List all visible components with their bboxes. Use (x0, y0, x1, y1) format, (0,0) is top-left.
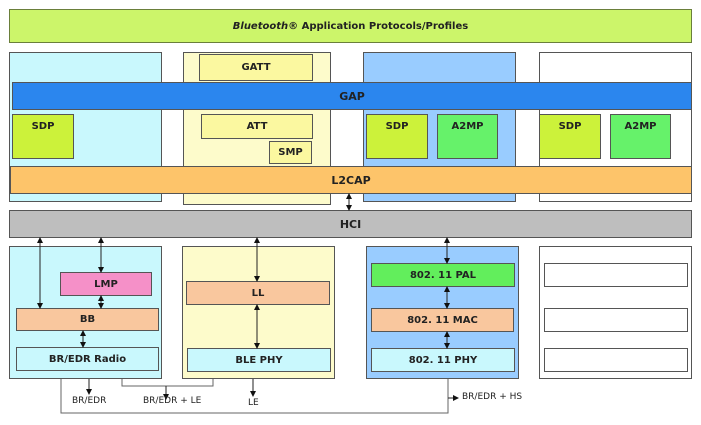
application-profiles-bar: Bluetooth® Application Protocols/Profile… (9, 9, 692, 43)
output-le: LE (248, 398, 259, 408)
gap-layer: GAP (12, 82, 692, 110)
lmp-block: LMP (60, 272, 152, 296)
line-bredr-le (121, 379, 214, 387)
empty-slot-1 (544, 263, 688, 287)
att-block: ATT (201, 114, 313, 139)
mac-block: 802. 11 MAC (371, 308, 514, 332)
output-bredr: BR/EDR (72, 396, 107, 406)
a2mp-block-blank: A2MP (610, 114, 671, 159)
smp-block: SMP (269, 141, 312, 164)
empty-slot-3 (544, 348, 688, 372)
sdp-block-bredr: SDP (12, 114, 74, 159)
hci-layer: HCI (9, 210, 692, 238)
output-bredr-hs: BR/EDR + HS (462, 392, 523, 402)
sdp-block-hs: SDP (366, 114, 428, 159)
sdp-block-blank: SDP (539, 114, 601, 159)
output-bredr-le: BR/EDR + LE (143, 396, 202, 406)
phy-block: 802. 11 PHY (371, 348, 515, 372)
bluetooth-brand: Bluetooth (232, 20, 289, 32)
a2mp-block-hs: A2MP (437, 114, 498, 159)
pal-block: 802. 11 PAL (371, 263, 515, 287)
l2cap-layer: L2CAP (10, 166, 692, 194)
ll-block: LL (186, 281, 330, 305)
gatt-block: GATT (199, 54, 313, 81)
registered-mark: ® (288, 20, 299, 32)
ble-phy-block: BLE PHY (187, 348, 331, 372)
title-text: Application Protocols/Profiles (298, 20, 469, 32)
empty-slot-2 (544, 308, 688, 332)
bb-block: BB (16, 308, 159, 331)
bredr-radio-block: BR/EDR Radio (16, 347, 159, 371)
